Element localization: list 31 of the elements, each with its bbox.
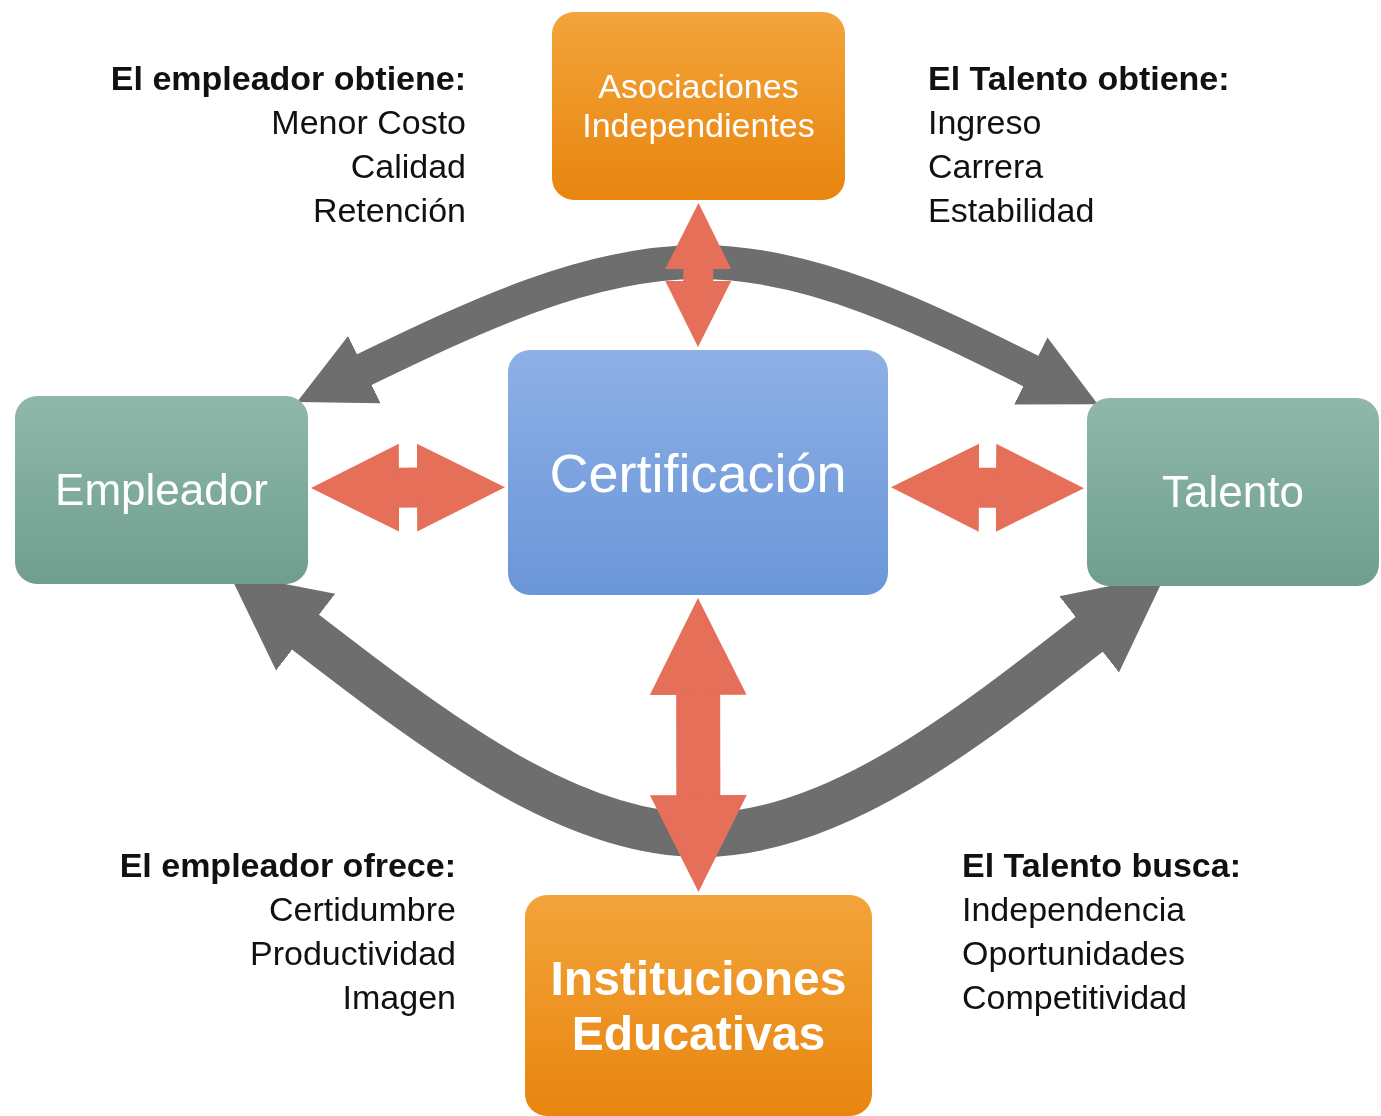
box-label: Talento bbox=[1162, 467, 1304, 517]
list-item: Menor Costo bbox=[271, 102, 466, 142]
rounded-box bbox=[508, 350, 888, 595]
box-label: Empleador bbox=[55, 465, 268, 515]
list-item: Oportunidades bbox=[962, 933, 1186, 973]
list-heading: El Talento obtiene: bbox=[928, 58, 1230, 98]
list-heading: El empleador obtiene: bbox=[110, 58, 466, 98]
box-label: Certificación bbox=[549, 441, 847, 504]
rounded-box bbox=[525, 895, 872, 1116]
list-item: Certidumbre bbox=[268, 889, 456, 929]
list-item: Competitividad bbox=[962, 977, 1187, 1017]
box-label: Instituciones Educativas bbox=[549, 950, 848, 1061]
double-arrow bbox=[891, 443, 1084, 532]
double-arrow bbox=[296, 245, 1098, 405]
list-heading: El Talento busca: bbox=[962, 845, 1241, 885]
list-item: Carrera bbox=[928, 146, 1044, 186]
list-heading: El empleador ofrece: bbox=[119, 845, 456, 885]
double-arrow bbox=[311, 443, 505, 532]
list-item: Retención bbox=[312, 190, 466, 230]
list-item: Calidad bbox=[350, 146, 466, 186]
rounded-box bbox=[552, 12, 845, 200]
list-item: Independencia bbox=[962, 889, 1186, 929]
double-arrow bbox=[665, 203, 732, 347]
double-arrow bbox=[649, 598, 747, 892]
list-item: Estabilidad bbox=[928, 190, 1095, 230]
box-label: Asociaciones Independientes bbox=[581, 67, 816, 145]
list-item: Ingreso bbox=[928, 102, 1042, 142]
list-item: Productividad bbox=[250, 933, 456, 973]
rounded-box bbox=[1087, 398, 1379, 586]
rounded-box bbox=[15, 396, 308, 584]
list-item: Imagen bbox=[342, 977, 456, 1017]
